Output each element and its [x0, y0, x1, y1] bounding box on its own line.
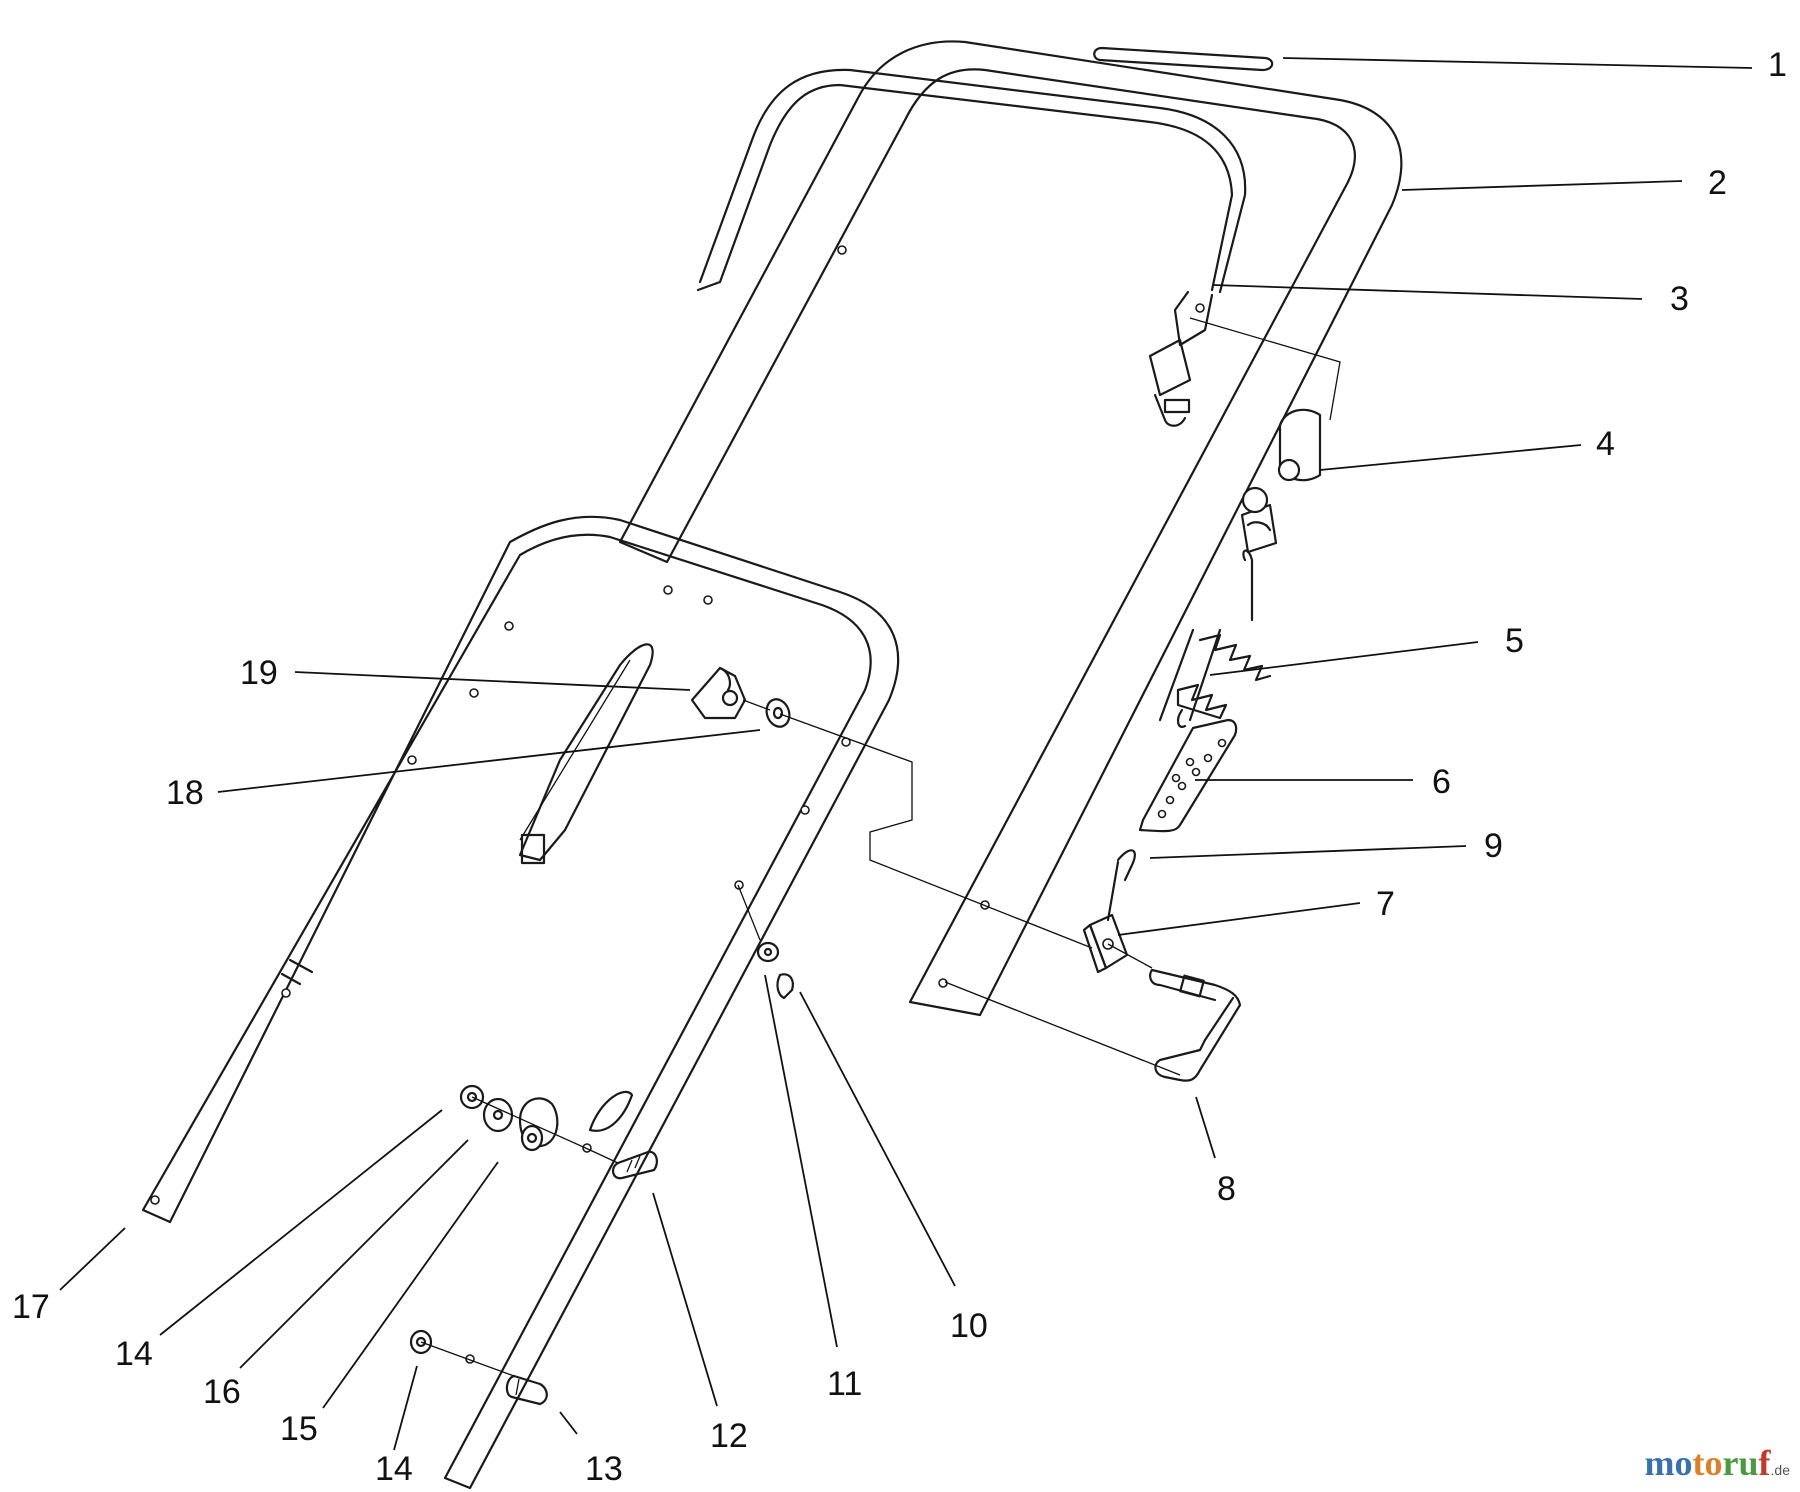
extension-spring — [1158, 549, 1272, 728]
callout-12: 12 — [710, 1417, 748, 1455]
watermark-tld: .de — [1770, 1462, 1790, 1478]
callout-18: 18 — [166, 774, 204, 812]
callout-11: 11 — [827, 1365, 862, 1403]
knob-washer — [765, 698, 791, 728]
pivot-bracket — [1082, 913, 1129, 974]
retaining-clip — [1106, 849, 1136, 922]
small-washer-and-screw — [756, 941, 794, 1000]
lock-lever — [1149, 968, 1242, 1082]
callout-2: 2 — [1708, 164, 1727, 202]
cable-end-caps — [1240, 408, 1322, 554]
wheel-fastener-stack — [459, 1084, 658, 1180]
callout-labels: 1 2 3 4 5 6 9 7 8 10 11 12 13 14 15 16 1… — [12, 46, 1787, 1488]
callout-4: 4 — [1596, 425, 1615, 463]
callout-5: 5 — [1505, 622, 1524, 660]
callout-10: 10 — [950, 1307, 988, 1345]
callout-17: 17 — [12, 1288, 50, 1326]
upper-handle — [618, 40, 1403, 1017]
callout-3: 3 — [1670, 280, 1689, 318]
callout-9: 9 — [1484, 827, 1503, 865]
adjustment-plate — [1138, 718, 1238, 833]
grip-cover — [1093, 46, 1274, 72]
callout-14-bottom: 14 — [375, 1450, 413, 1488]
control-cable — [518, 643, 654, 865]
callout-7: 7 — [1376, 885, 1395, 923]
callout-6: 6 — [1432, 763, 1451, 801]
control-bail — [696, 68, 1247, 427]
callout-15: 15 — [280, 1410, 318, 1448]
bottom-bolt-and-nut — [409, 1329, 548, 1406]
site-watermark: motoruf.de — [1645, 1442, 1790, 1484]
callout-1: 1 — [1768, 46, 1787, 84]
assembly-guide-lines — [420, 317, 1341, 1377]
callout-13: 13 — [585, 1450, 623, 1488]
watermark-part-4: f — [1758, 1443, 1771, 1483]
callout-14-top: 14 — [115, 1335, 153, 1373]
callout-8: 8 — [1217, 1170, 1236, 1208]
callout-19: 19 — [240, 654, 278, 692]
lower-handle — [141, 515, 900, 1490]
callout-16: 16 — [203, 1373, 241, 1411]
watermark-part-1: mo — [1644, 1443, 1693, 1483]
watermark-part-3: ru — [1722, 1443, 1759, 1483]
watermark-part-2: to — [1692, 1443, 1723, 1483]
handle-knob — [690, 666, 747, 720]
leader-lines — [59, 57, 1753, 1451]
